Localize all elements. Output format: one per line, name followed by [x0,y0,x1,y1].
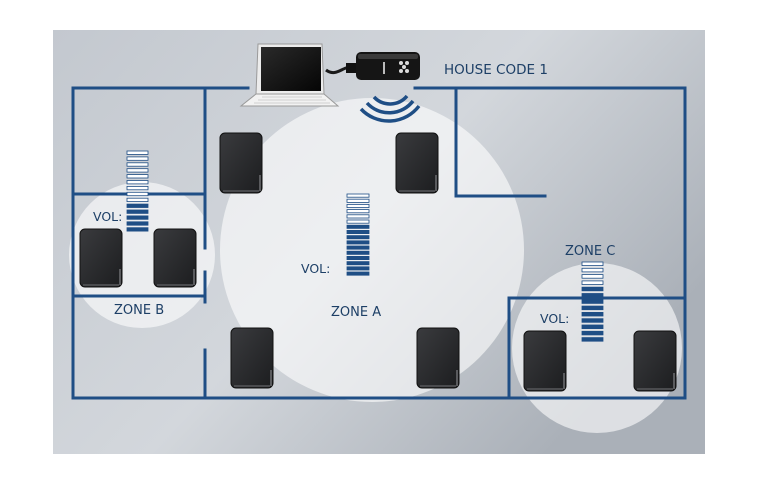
volume-segment-filled [581,299,604,304]
volume-segment-empty [126,162,149,167]
house-code-label: HOUSE CODE 1 [444,62,548,78]
speaker-icon [79,228,123,288]
volume-segment-filled [346,250,370,255]
speaker-icon [230,327,274,389]
volume-meters [126,150,604,342]
volume-segment-empty [126,168,149,173]
usb-transmitter-icon [325,52,420,80]
volume-segment-empty [581,274,604,279]
speaker-icon [153,228,197,288]
volume-segment-filled [126,209,149,214]
volume-segment-empty [126,150,149,155]
volume-segment-empty [126,185,149,191]
volume-segment-empty [126,191,149,197]
volume-segment-filled [126,221,149,226]
speaker-icon [416,327,460,389]
speaker-icon [633,330,677,392]
volume-segment-filled [346,255,370,260]
volume-segment-empty [126,174,149,179]
volume-segment-filled [581,286,604,292]
speaker-icon [219,132,263,194]
zone-b-circle [69,182,215,328]
volume-segment-empty [346,198,370,203]
zone-c-vol-label: VOL: [540,311,569,326]
zone-b-vol-label: VOL: [93,209,122,224]
volume-segment-empty [581,261,604,266]
volume-segment-filled [346,229,370,234]
volume-segment-filled [581,318,604,323]
volume-segment-empty [346,203,370,208]
speaker-icon [523,330,567,392]
speakers [79,132,677,392]
volume-segment-empty [126,197,149,202]
volume-segment-empty [346,214,370,219]
volume-segment-filled [346,240,370,245]
volume-segment-empty [346,209,370,214]
volume-segment-filled [581,311,604,317]
volume-segment-filled [126,227,149,232]
zone-a-label: ZONE A [331,305,381,320]
zone-circles [69,98,682,433]
volume-segment-filled [581,337,604,342]
volume-segment-empty [346,219,370,224]
volume-segment-filled [126,203,149,208]
volume-segment-empty [581,267,604,273]
zone-a-volume-meter [346,193,370,276]
outer-wall [71,86,687,400]
volume-segment-empty [126,156,149,161]
volume-segment-filled [346,235,370,240]
volume-segment-empty [581,280,604,285]
volume-segment-filled [346,271,370,276]
volume-segment-filled [581,293,604,298]
zone-b-label: ZONE B [114,303,164,318]
zone-b-volume-meter [126,150,149,232]
zone-c-volume-meter [581,261,604,342]
volume-segment-filled [346,245,370,250]
speaker-icon [395,132,439,194]
wireless-signal-icon [359,94,421,123]
zone-c-label: ZONE C [565,244,615,259]
volume-segment-filled [126,215,149,220]
volume-segment-filled [346,224,370,229]
volume-segment-empty [126,180,149,185]
laptop-icon [239,43,340,107]
volume-segment-filled [581,330,604,336]
volume-segment-filled [581,305,604,311]
volume-segment-filled [581,324,604,329]
zone-a-circle [220,98,524,402]
volume-segment-filled [346,261,370,266]
volume-segment-filled [346,266,370,271]
zone-a-vol-label: VOL: [301,261,330,276]
volume-segment-empty [346,193,370,198]
